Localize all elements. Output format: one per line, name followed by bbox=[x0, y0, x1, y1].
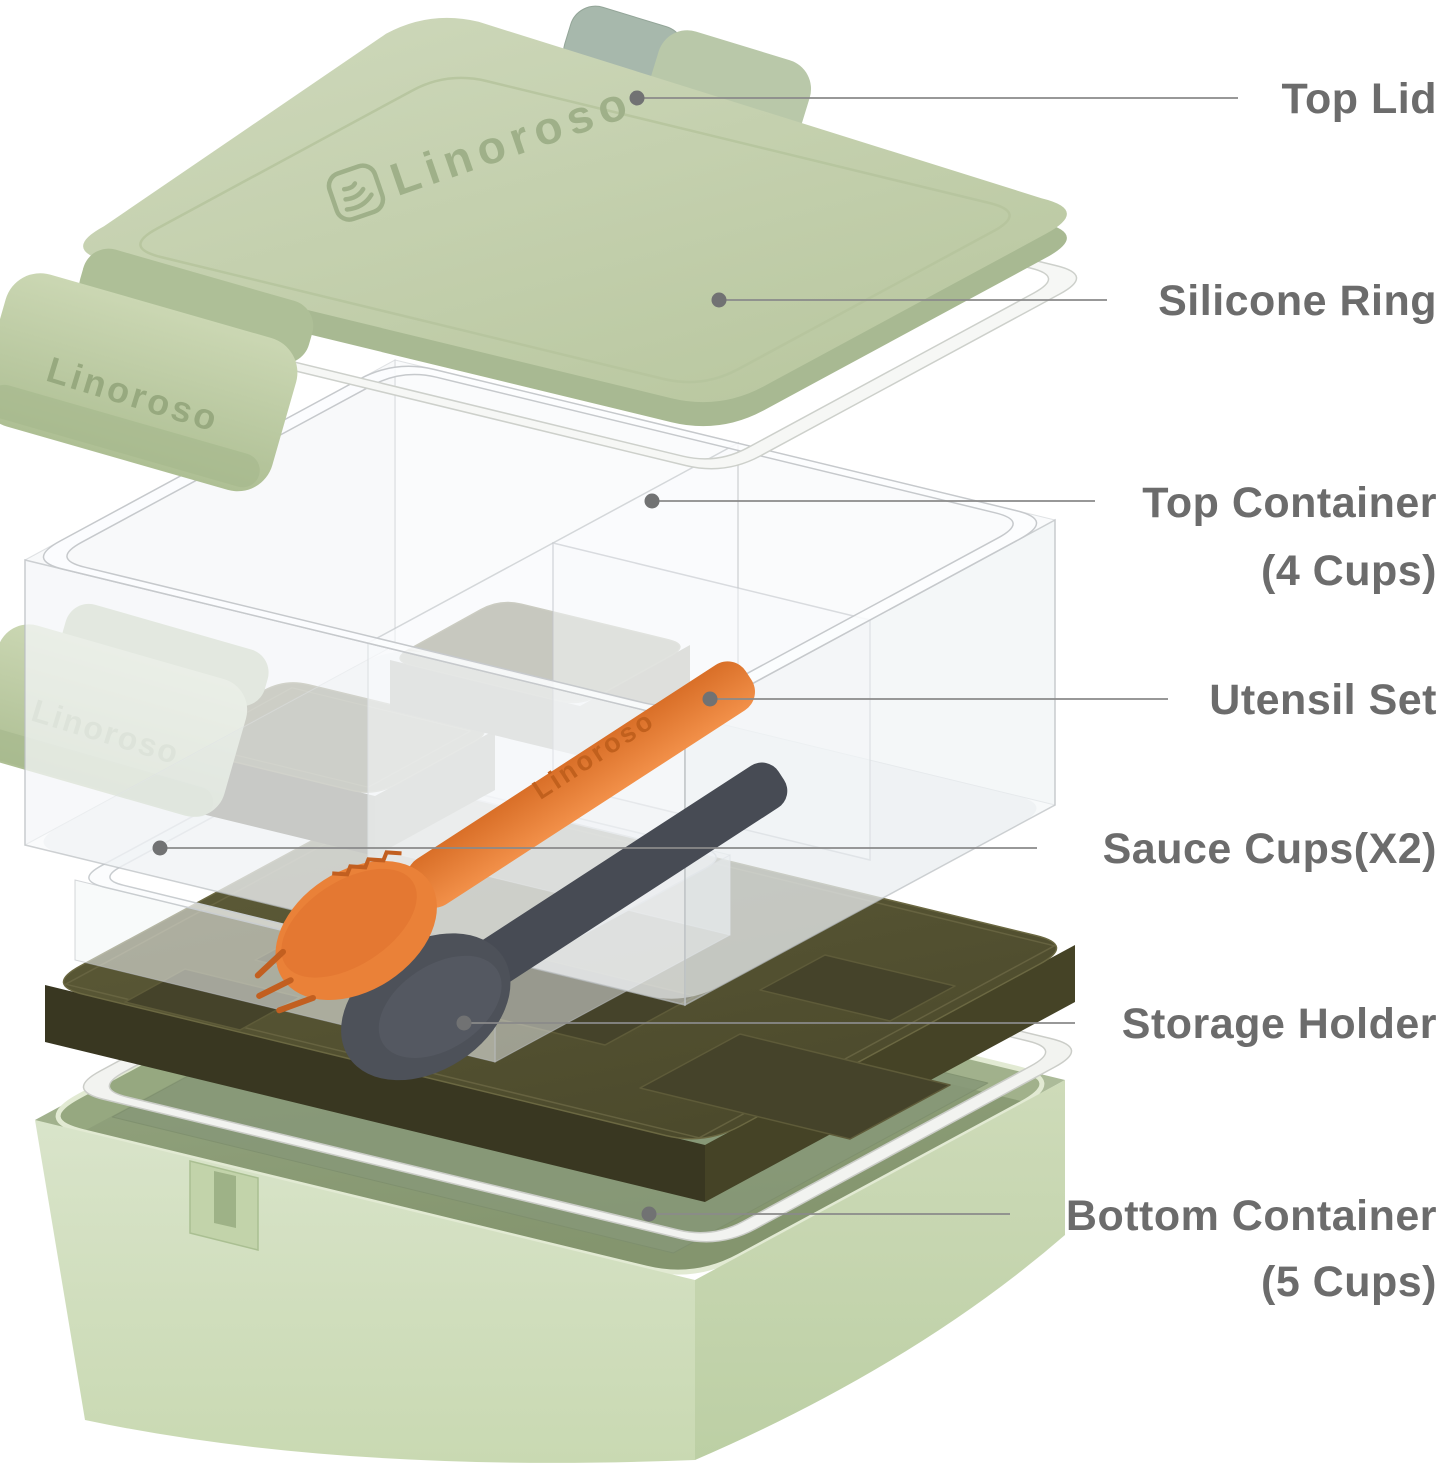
lid-front-latch: Linoroso bbox=[0, 248, 314, 492]
storage-holder-front-face bbox=[45, 985, 705, 1202]
spork-serration bbox=[332, 850, 402, 877]
top-lid-plateau bbox=[139, 76, 1011, 384]
spork-handle bbox=[406, 661, 755, 908]
bottom-container-right-face bbox=[695, 1080, 1065, 1460]
dot-silicone-ring bbox=[711, 292, 727, 308]
dot-utensil-set bbox=[702, 691, 718, 707]
dot-top-lid bbox=[629, 90, 645, 106]
linoroso-logo-icon bbox=[326, 163, 386, 222]
label-bottom-container-sub: (5 Cups) bbox=[1261, 1258, 1437, 1306]
bottom-container-rim-highlight bbox=[55, 925, 1045, 1275]
label-storage-holder: Storage Holder bbox=[1122, 1000, 1437, 1048]
storage-holder-recess-right bbox=[639, 1033, 951, 1140]
dot-sauce-cups bbox=[152, 840, 168, 856]
label-utensil-set: Utensil Set bbox=[1209, 676, 1437, 724]
lid-latch-body bbox=[0, 273, 298, 492]
label-sauce-cups: Sauce Cups(X2) bbox=[1103, 825, 1437, 873]
label-top-lid: Top Lid bbox=[1281, 75, 1437, 123]
spoon-bowl-highlight bbox=[378, 955, 502, 1059]
label-top-container-sub: (4 Cups) bbox=[1261, 547, 1437, 595]
bottom-container-latch-notch-slot bbox=[214, 1171, 236, 1228]
label-top-container: Top Container bbox=[1142, 479, 1437, 527]
spork-tines bbox=[254, 948, 316, 1014]
dot-storage-holder bbox=[456, 1015, 472, 1031]
label-silicone-ring: Silicone Ring bbox=[1158, 277, 1437, 325]
top-lid: Linoroso bbox=[83, 17, 1067, 427]
callouts: Top Lid Silicone Ring Top Container (4 C… bbox=[152, 75, 1437, 1306]
dot-bottom-container bbox=[641, 1206, 657, 1222]
top-lid-face bbox=[83, 17, 1067, 403]
label-bottom-container: Bottom Container bbox=[1066, 1192, 1437, 1240]
storage-holder-recess-back bbox=[759, 954, 956, 1022]
lid-latch-shade bbox=[0, 384, 260, 488]
utensil-spork: Linoroso bbox=[254, 661, 755, 1014]
dot-top-container bbox=[644, 493, 660, 509]
spoon-handle bbox=[465, 762, 788, 991]
bottom-gasket-ring bbox=[82, 895, 1073, 1243]
spork-bowl-shade bbox=[281, 868, 417, 978]
